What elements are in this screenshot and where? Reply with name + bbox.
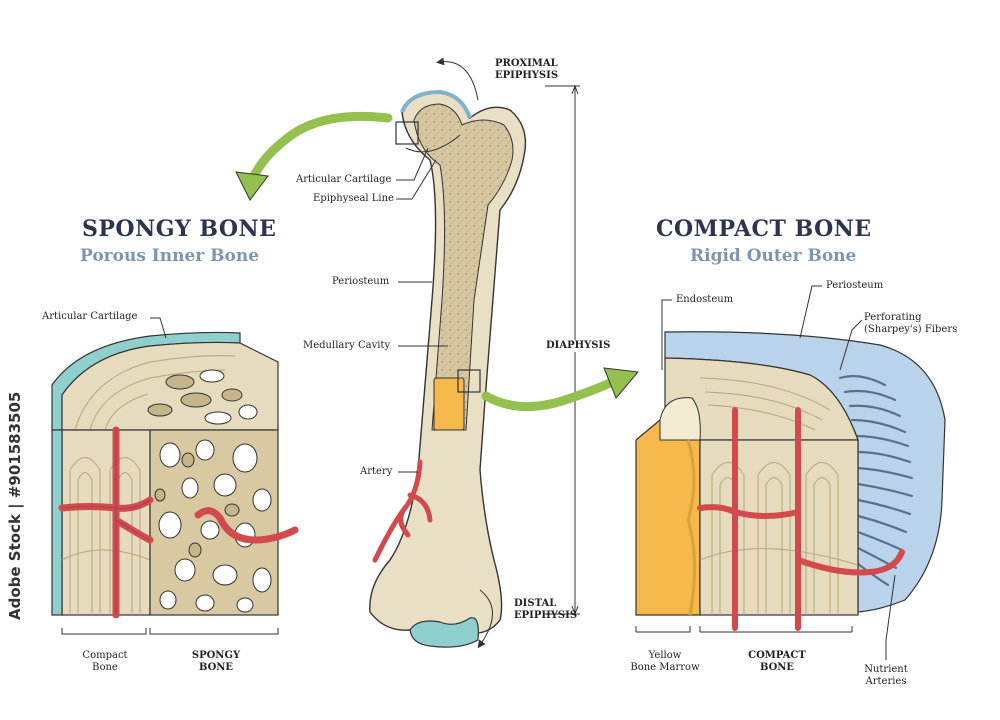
label-periosteum-center: Periosteum bbox=[332, 276, 390, 287]
yellow-marrow bbox=[433, 377, 465, 431]
compact-bone-subtitle: Rigid Outer Bone bbox=[690, 246, 857, 266]
label-periosteum-right: Periosteum bbox=[826, 280, 884, 291]
label-spongy-bone-left: SPONGY BONE bbox=[191, 650, 241, 673]
label-diaphysis: DIAPHYSIS bbox=[546, 340, 611, 352]
label-perforating-fibers: Perforating (Sharpey's) Fibers bbox=[864, 312, 958, 335]
label-proximal-epiphysis: PROXIMAL EPIPHYSIS bbox=[495, 58, 559, 81]
label-medullary-cavity: Medullary Cavity bbox=[303, 340, 391, 351]
label-compact-bone-left: Compact Bone bbox=[82, 650, 128, 673]
compact-bone-title: COMPACT BONE bbox=[656, 216, 872, 242]
medullary-inner bbox=[413, 103, 514, 431]
label-compact-bone-right: COMPACT BONE bbox=[748, 650, 806, 673]
label-distal-epiphysis: DISTAL EPIPHYSIS bbox=[514, 598, 578, 621]
label-nutrient-arteries: Nutrient Arteries bbox=[864, 664, 908, 687]
label-articular-cartilage-left: Articular Cartilage bbox=[42, 311, 138, 322]
spongy-bone-title: SPONGY BONE bbox=[82, 216, 277, 242]
label-epiphyseal-line: Epiphyseal Line bbox=[313, 193, 394, 204]
label-articular-cartilage-center: Articular Cartilage bbox=[296, 174, 392, 185]
distal-cartilage bbox=[409, 617, 479, 648]
label-artery: Artery bbox=[360, 466, 393, 477]
watermark-id: Adobe Stock | #901583505 bbox=[6, 391, 24, 620]
compact-bone-face-right bbox=[699, 439, 859, 616]
spongy-bone-subtitle: Porous Inner Bone bbox=[80, 246, 260, 266]
spongy-bone-block bbox=[51, 317, 299, 635]
long-bone bbox=[369, 89, 527, 648]
left-pointer-arrow bbox=[247, 111, 393, 185]
compact-bone-block bbox=[635, 285, 946, 660]
label-endosteum: Endosteum bbox=[676, 294, 734, 305]
right-pointer-arrow bbox=[481, 377, 617, 412]
label-yellow-bone-marrow: Yellow Bone Marrow bbox=[630, 650, 700, 673]
compact-bone-face bbox=[61, 429, 151, 616]
